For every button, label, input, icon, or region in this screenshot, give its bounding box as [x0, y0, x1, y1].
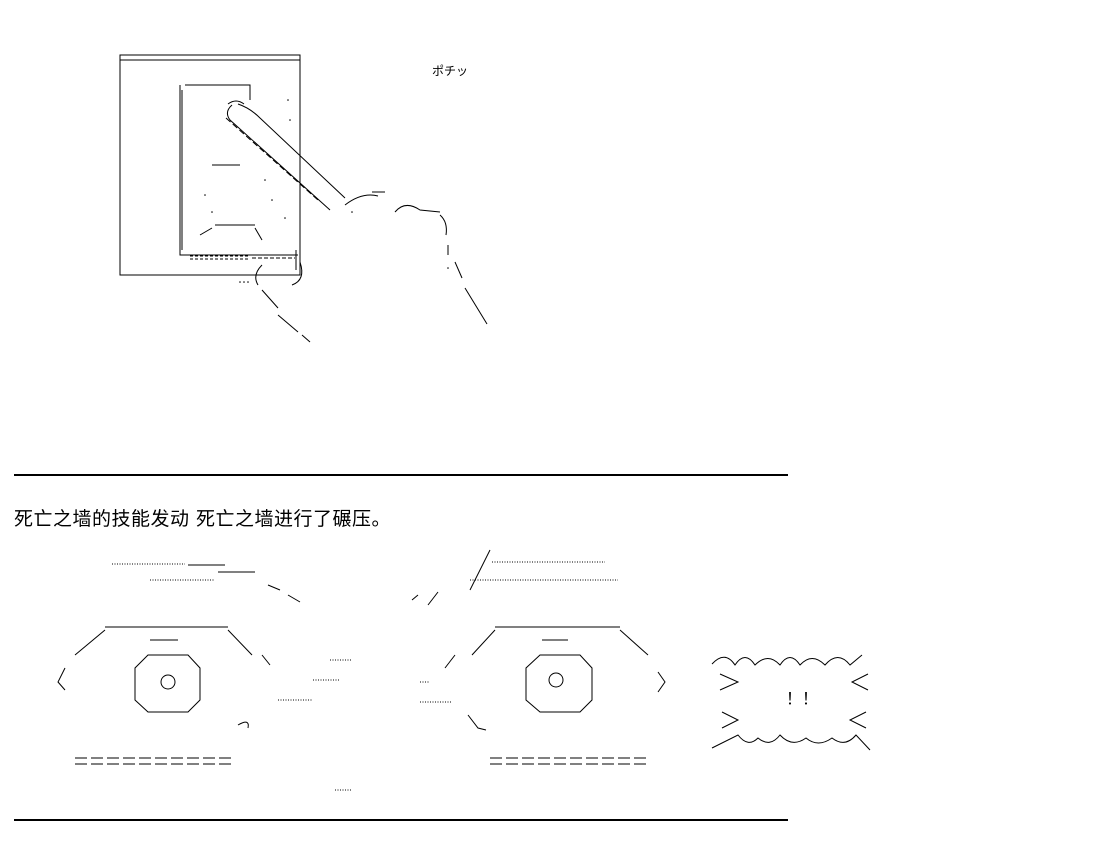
left-pupil: [160, 674, 176, 690]
finger-outline-lower: [237, 103, 346, 199]
right-pupil: [548, 672, 564, 688]
left-eye: [57, 563, 301, 765]
wall-plate-frame: [119, 54, 301, 276]
button-frame: [179, 85, 298, 256]
button-press-illustration: [119, 54, 488, 343]
skill-caption: 死亡之墙的技能发动 死亡之墙进行了碾压。: [14, 508, 392, 530]
left-iris: [134, 654, 201, 713]
right-iris: [525, 654, 593, 713]
exclamation-burst: [711, 654, 871, 751]
sound-effect-text: ポチッ: [432, 64, 469, 78]
exclamation-marks: ！！: [786, 689, 819, 708]
right-eye: [411, 549, 666, 765]
divider-top: [14, 474, 788, 476]
divider-bottom: [14, 819, 788, 821]
finger-outline-upper: [226, 104, 331, 211]
